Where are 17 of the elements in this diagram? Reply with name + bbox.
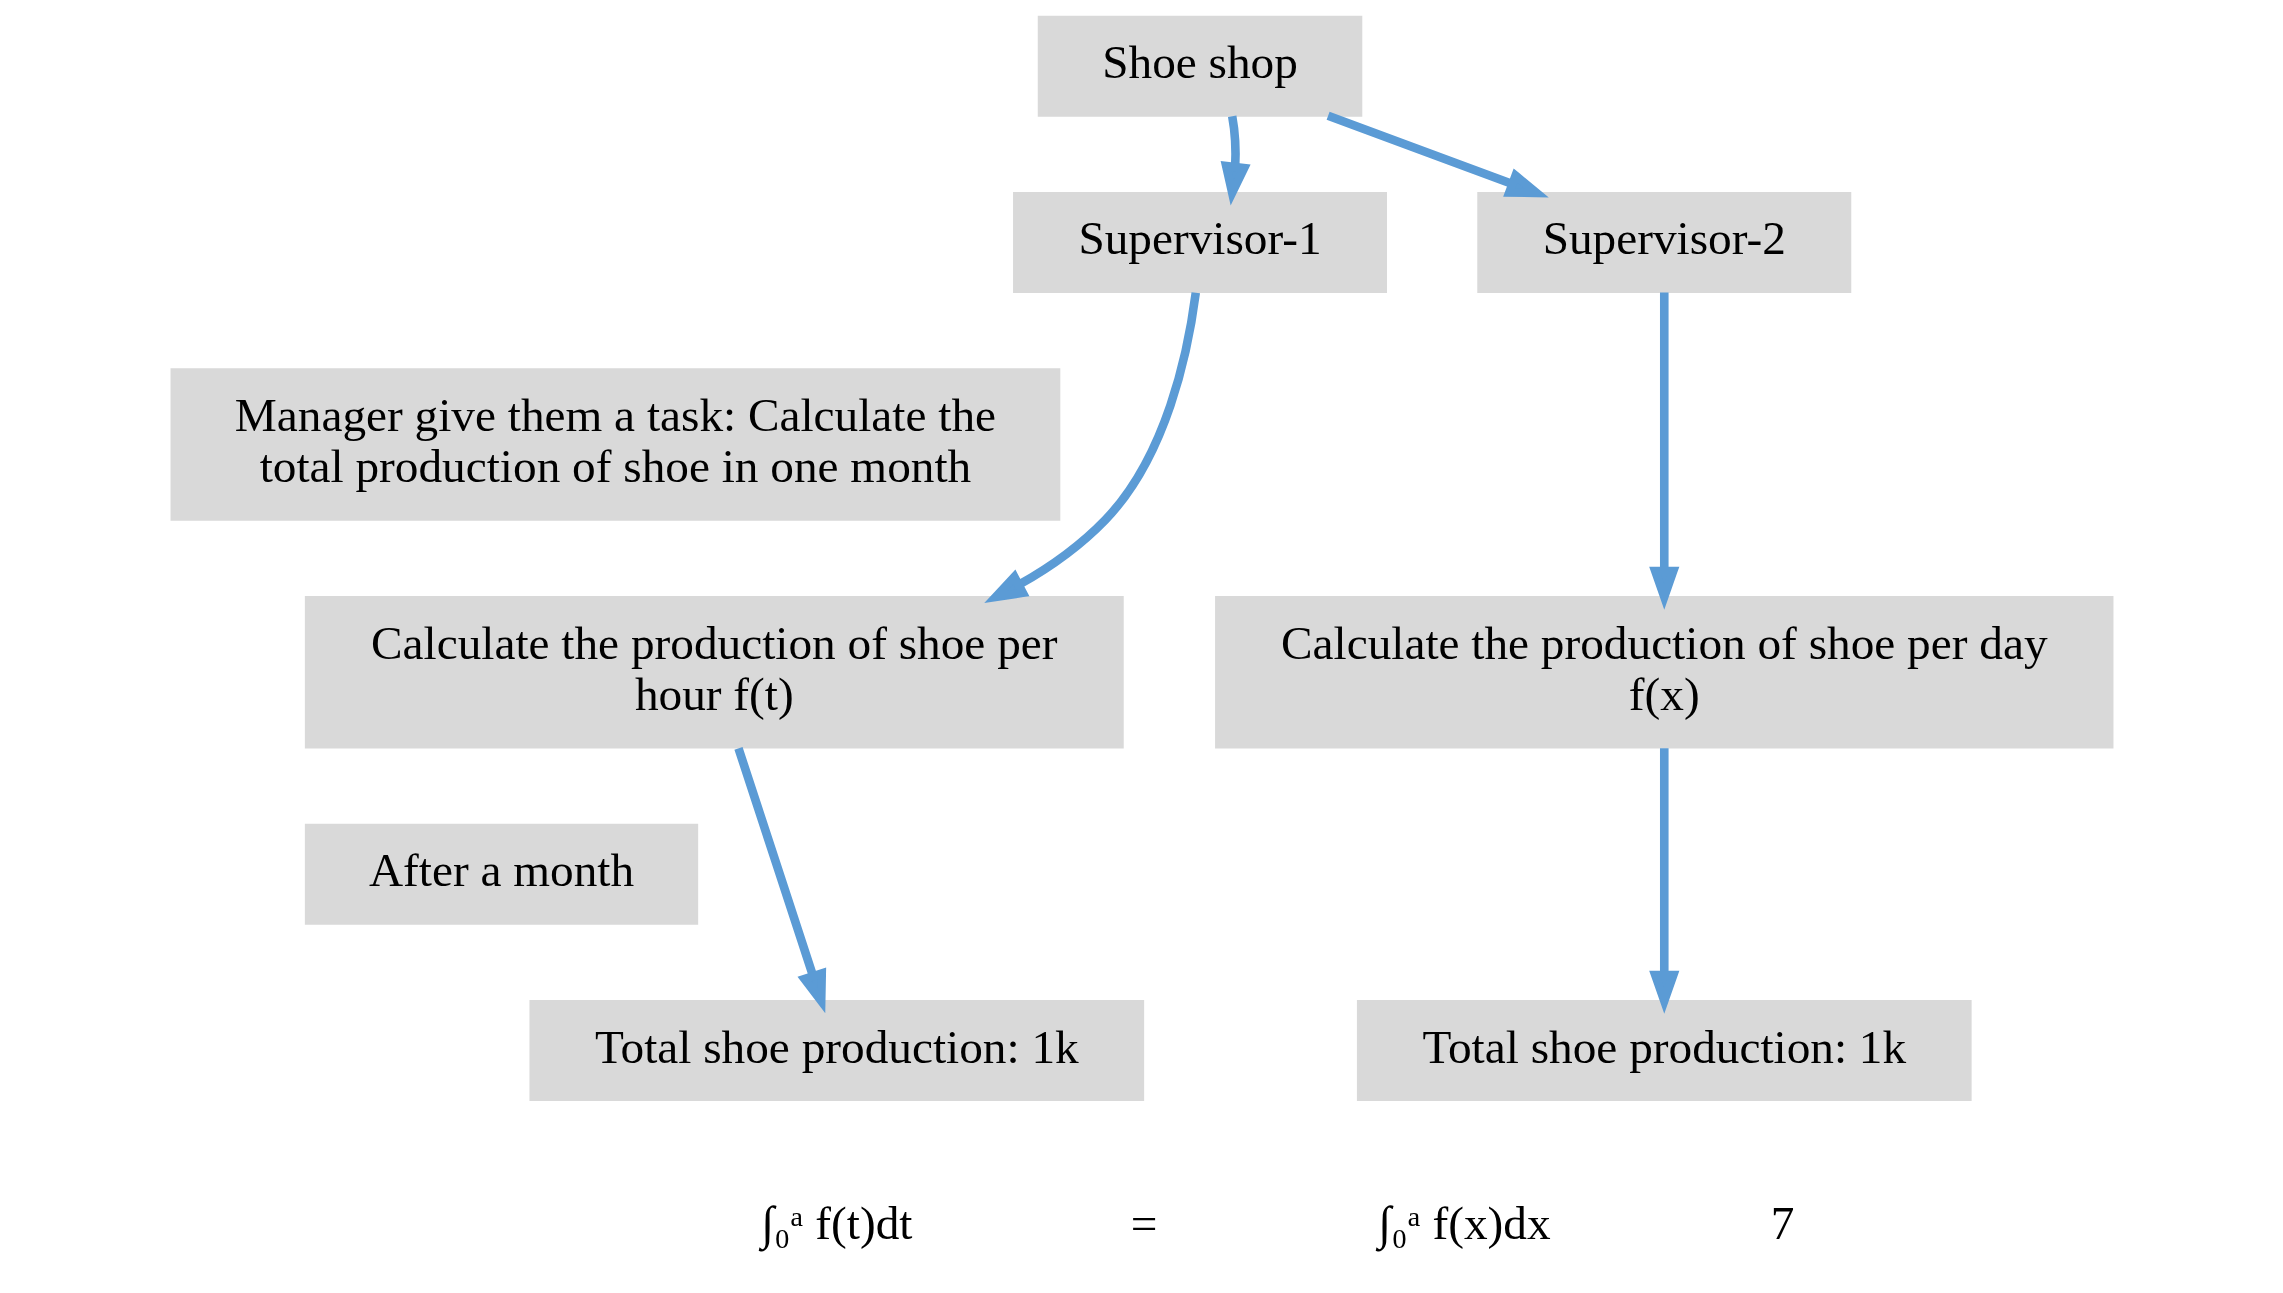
node-box: Supervisor-2	[1476, 191, 1851, 293]
node-box: Total shoe production: 1k	[1356, 1000, 1972, 1102]
node-box: Manager give them a task: Calculate the total production of shoe in one month	[170, 368, 1060, 521]
node-box: Total shoe production: 1k	[528, 1000, 1144, 1102]
label: 7	[1770, 1196, 1794, 1249]
arrow	[1648, 292, 1679, 610]
arrow	[1326, 111, 1549, 198]
node-box: Supervisor-1	[1012, 191, 1387, 293]
label: =	[1130, 1196, 1157, 1249]
node-box: Calculate the production of shoe per hour f(t)	[304, 596, 1124, 749]
arrow	[983, 292, 1200, 603]
node-box: After a month	[304, 823, 698, 925]
node-box: Shoe shop	[1037, 15, 1362, 117]
node-box: Calculate the production of shoe per day f(x)	[1214, 596, 2113, 749]
arrow	[1220, 115, 1251, 206]
arrow	[733, 747, 826, 1014]
arrow	[1648, 748, 1679, 1014]
